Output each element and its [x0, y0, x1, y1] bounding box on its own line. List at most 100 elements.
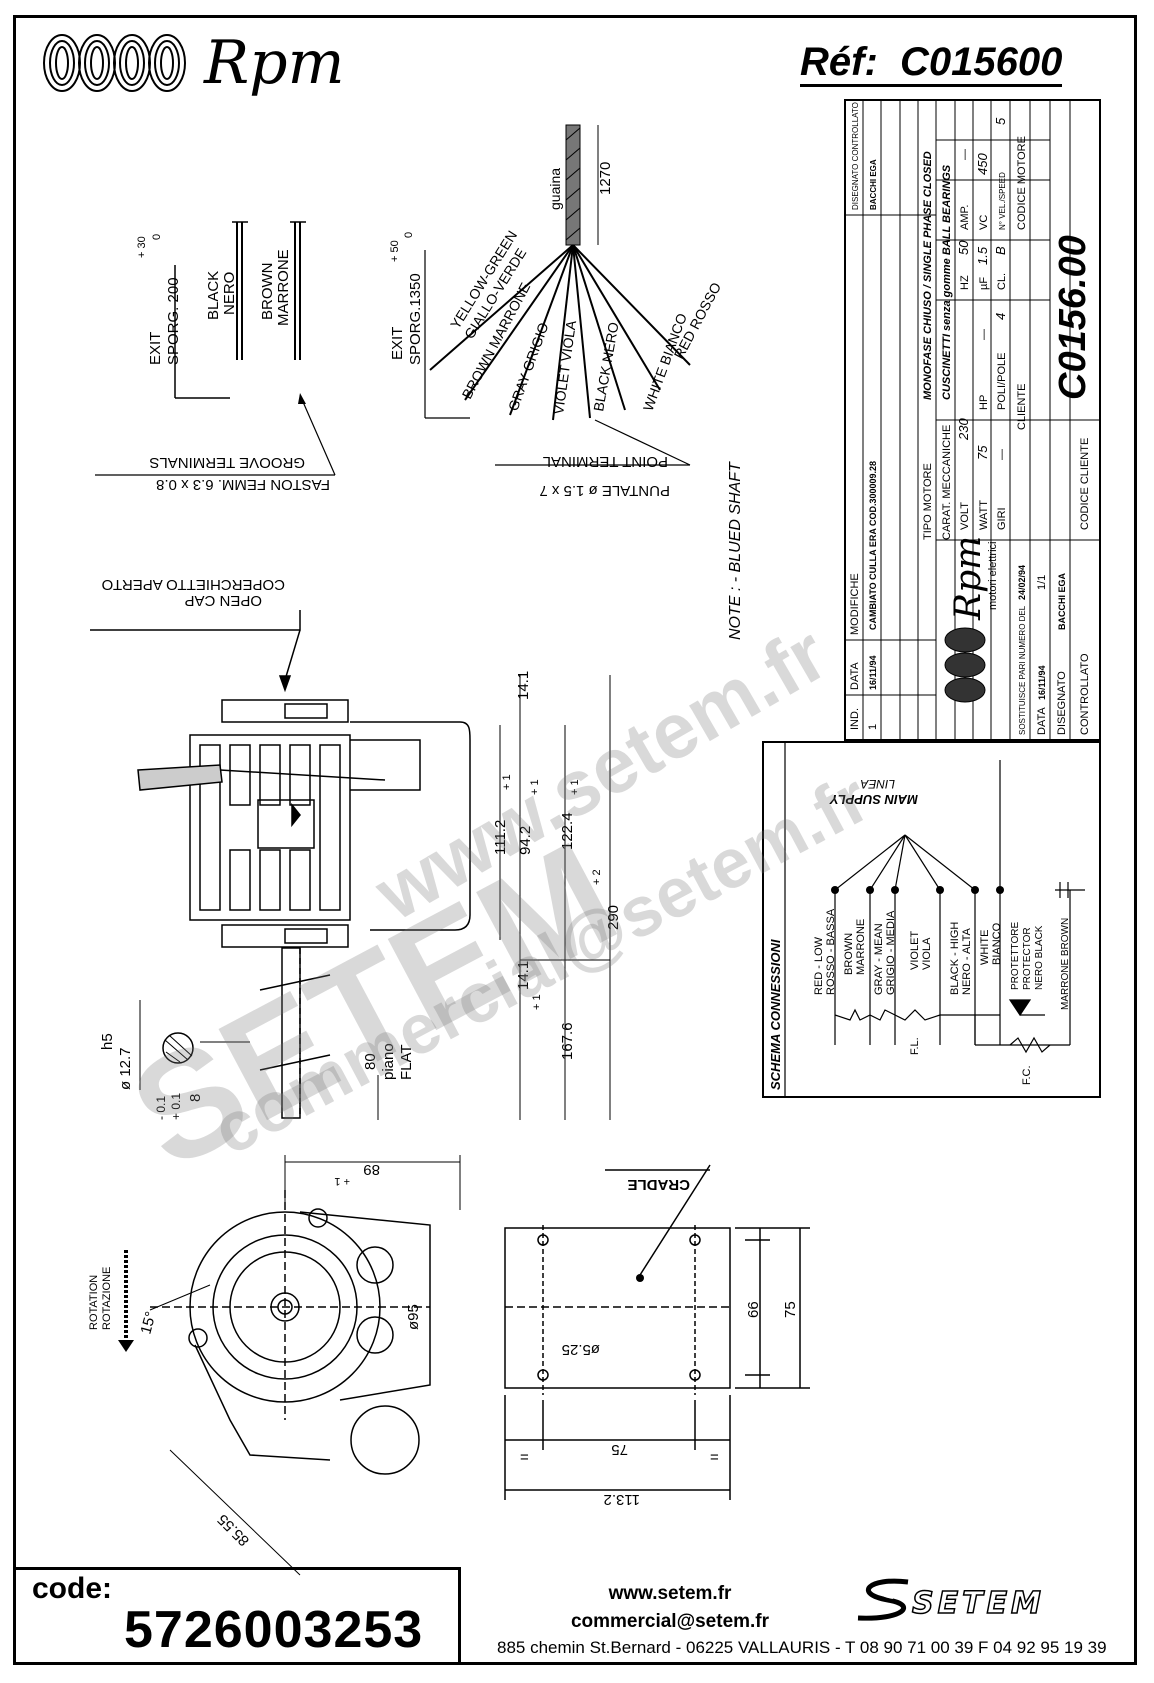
cap-it: COPERCHIETTO APERTO: [102, 576, 285, 593]
note-blued-shaft: NOTE : - BLUED SHAFT: [727, 461, 744, 640]
tb-carat-value: CUSCINETTI senza gomme BALL BEARINGS: [941, 164, 953, 400]
dim-89: 89: [363, 1161, 380, 1178]
eq-left: =: [520, 1449, 529, 1466]
dim-66: 66: [745, 1301, 762, 1318]
schema-fl: F.L.: [909, 1037, 921, 1055]
angle-15: 15°: [137, 1310, 159, 1336]
dim-167-tol: + 1: [531, 994, 543, 1010]
right-exit-label: EXIT: [389, 327, 406, 360]
side-view-dimensions: [139, 675, 611, 1120]
tb-cl-label: CL.: [996, 273, 1008, 290]
left-tol-zero: 0: [151, 234, 163, 240]
left-terminal-it: FASTON FEMM. 6.3 x 0.8: [156, 476, 330, 493]
hole-diameter: ø5.25: [562, 1341, 600, 1358]
wire-white-bianco: WHITE BIANCO: [640, 311, 690, 413]
schema-white: WHITE: [979, 930, 991, 965]
tb-row-text: CAMBIATO CULLA ERA COD.300009.28: [868, 461, 878, 630]
website-link[interactable]: www.setem.fr: [608, 1583, 732, 1604]
tb-tipo-motore: TIPO MOTORE: [922, 463, 934, 540]
tb-volt-label: VOLT: [959, 502, 971, 530]
schema-black-high: BLACK - HIGH: [949, 922, 961, 995]
schema-violet: VIOLET: [909, 931, 921, 970]
drawing-frame: [13, 15, 1137, 1665]
tb-controllato-label: CONTROLLATO: [1079, 653, 1091, 735]
dim-167-6: 167.6: [559, 1022, 576, 1060]
schema-marrone-brown: MARRONE BROWN: [1060, 918, 1071, 1010]
tb-disegnato-label: DISEGNATO: [1056, 671, 1068, 735]
schema-nero-alta: NERO - ALTA: [961, 928, 973, 995]
code-label: code:: [32, 1572, 113, 1605]
right-tol-zero: 0: [403, 232, 415, 238]
tb-data: DATA: [849, 662, 861, 690]
tb-hz-value: 50: [956, 240, 971, 255]
dim-111-tol: + 1: [501, 774, 513, 790]
right-tol-plus: + 50: [389, 240, 401, 262]
right-wiring-diagram: 1270 guaina EXIT SPORG.1350 + 50 0 YELLO…: [389, 124, 724, 499]
code-value: 5726003253: [124, 1601, 424, 1659]
email-link[interactable]: commercial@setem.fr: [570, 1611, 770, 1632]
tb-data-label: DATA: [1036, 707, 1048, 735]
schema-title: SCHEMA CONNESSIONI: [768, 939, 783, 1090]
tb-volt-value: 230: [956, 418, 971, 441]
rotation-arrow-icon: [118, 1250, 134, 1352]
dim-122-tol: + 1: [569, 779, 581, 795]
tb-vel-label: N° VEL./SPEED: [998, 172, 1007, 230]
tb-carat: CARAT. MECCANICHE: [941, 425, 953, 540]
shaft-diameter: ø 12.7: [117, 1047, 134, 1090]
tb-data-value: 16/11/94: [1037, 665, 1047, 700]
title-block-text: IND. DATA MODIFICHE DISEGNATO CONTROLLAT…: [849, 102, 1094, 735]
rpm-logo: Rpm: [42, 28, 344, 98]
motor-side-view: [90, 610, 471, 1119]
tb-ind: IND.: [849, 708, 861, 730]
connection-schema: [762, 741, 1101, 1098]
tb-codice-value: C0156.00: [1052, 235, 1094, 400]
schema-gray-mean: GRAY - MEAN: [873, 923, 885, 995]
tb-watt-label: WATT: [978, 500, 990, 530]
left-sporg: SPORG. 200: [165, 277, 182, 365]
dim-89-tol: + 1: [334, 1175, 350, 1187]
tb-row-by: BACCHI EGA: [869, 159, 878, 210]
dim-290: 290: [605, 905, 622, 930]
sheath-length: 1270: [597, 162, 614, 195]
schema-marrone: MARRONE: [855, 919, 867, 975]
tb-sostituisce: SOSTITUISCE PARI NUMERO DEL: [1018, 605, 1027, 735]
tb-hz-label: HZ: [959, 275, 971, 290]
ref-label: Réf:: [800, 40, 878, 84]
shaft-h5: h5: [99, 1033, 116, 1050]
rotation-en: ROTATION: [88, 1275, 100, 1330]
motor-front-view: [150, 1190, 431, 1475]
schema-nero-black: NERO BLACK: [1034, 925, 1045, 990]
code-box: [15, 1567, 461, 1663]
shaft-section: [162, 1032, 194, 1064]
left-tol-plus: + 30: [136, 236, 148, 258]
dim-94-tol: + 1: [529, 779, 541, 795]
tb-vel-value: 5: [993, 117, 1008, 125]
tb-row-n: 1: [867, 724, 879, 730]
tb-hp-value: —: [978, 329, 990, 340]
setem-swirl-icon: [857, 1578, 911, 1621]
dim-111-2: 111.2: [492, 820, 509, 855]
dim-14-1-top: 14.1: [515, 671, 532, 700]
wire-marrone: MARRONE: [275, 249, 292, 326]
shaft-tol: - 0.1: [154, 1096, 168, 1120]
tb-sost-date: 24/02/94: [1017, 565, 1027, 600]
schema-grigio-media: GRIGIO - MEDIA: [885, 910, 897, 995]
eq-right: =: [710, 1449, 719, 1466]
schema-rosso-bassa: ROSSO - BASSA: [825, 908, 837, 995]
schema-protector: PROTECTOR: [1022, 927, 1033, 990]
tb-amp-value: —: [959, 149, 971, 160]
right-terminal-en: POINT TERMINAL: [543, 453, 668, 470]
schema-labels: SCHEMA CONNESSIONI MAIN SUPPLY LINEA RED…: [768, 777, 1071, 1090]
wire-brown: BROWN: [259, 263, 276, 321]
left-terminal-en: GROOVE TERMINALS: [149, 454, 305, 471]
address: 885 chemin St.Bernard - 06225 VALLAURIS …: [497, 1638, 1107, 1657]
diameter-95: ø95: [405, 1304, 422, 1330]
dim-14-1-bottom: 14.1: [515, 961, 532, 990]
shaft-8: 8: [187, 1094, 204, 1102]
schema-protettore: PROTETTORE: [1010, 922, 1021, 990]
tb-scala-value: 1/1: [1036, 575, 1048, 590]
contact-block: www.setem.fr commercial@setem.fr: [520, 1580, 820, 1636]
tb-giri-value: —: [996, 449, 1008, 460]
cradle-label: CRADLE: [628, 1176, 691, 1193]
